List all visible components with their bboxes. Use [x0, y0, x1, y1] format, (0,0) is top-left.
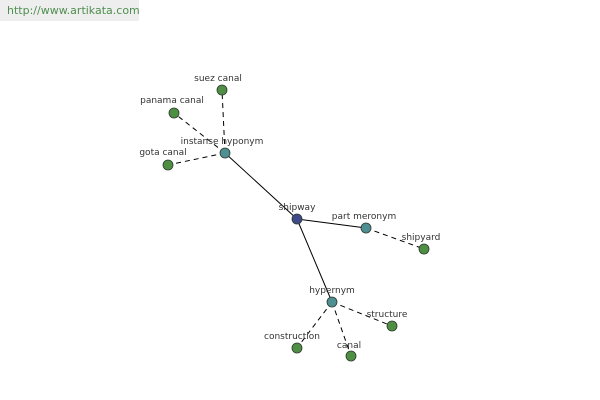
- site-url-link[interactable]: http://www.artikata.com: [0, 0, 140, 21]
- label-shipyard: shipyard: [402, 233, 441, 243]
- edge-shipway-instance-hyponym: [224, 152, 298, 220]
- edge-hypernym-construction: [296, 301, 333, 349]
- node-shipyard[interactable]: [418, 243, 430, 255]
- node-gota-canal[interactable]: [162, 159, 174, 171]
- label-gota-canal: gota canal: [139, 148, 186, 158]
- edge-part-meronym-shipyard: [365, 227, 425, 250]
- node-structure[interactable]: [386, 320, 398, 332]
- label-structure: structure: [367, 310, 408, 320]
- nodes-layer: [162, 84, 430, 362]
- edge-instance-hyponym-panama-canal: [173, 112, 226, 154]
- node-shipway[interactable]: [291, 213, 303, 225]
- edge-shipway-part-meronym: [296, 218, 367, 229]
- node-canal[interactable]: [345, 350, 357, 362]
- edge-hypernym-structure: [331, 301, 393, 327]
- node-instance-hyponym[interactable]: [219, 147, 231, 159]
- edge-hypernym-canal: [331, 301, 352, 357]
- node-construction[interactable]: [291, 342, 303, 354]
- labels-layer: shipway instanse hyponym part meronym hyper…: [139, 74, 440, 351]
- label-construction: construction: [264, 332, 320, 342]
- label-instance-hyponym: instanse hyponym: [181, 137, 264, 147]
- node-panama-canal[interactable]: [168, 107, 180, 119]
- label-part-meronym: part meronym: [332, 212, 396, 222]
- edge-instance-hyponym-gota-canal: [167, 152, 226, 166]
- node-part-meronym[interactable]: [360, 222, 372, 234]
- label-panama-canal: panama canal: [140, 96, 204, 106]
- label-suez-canal: suez canal: [194, 74, 242, 84]
- edge-instance-hyponym-suez-canal: [221, 89, 226, 154]
- edges-layer: [167, 89, 425, 357]
- label-hypernym: hypernym: [309, 286, 355, 296]
- edge-shipway-hypernym: [296, 218, 333, 303]
- node-hypernym[interactable]: [326, 296, 338, 308]
- label-shipway: shipway: [279, 203, 316, 213]
- label-canal: canal: [337, 341, 361, 351]
- node-suez-canal[interactable]: [216, 84, 228, 96]
